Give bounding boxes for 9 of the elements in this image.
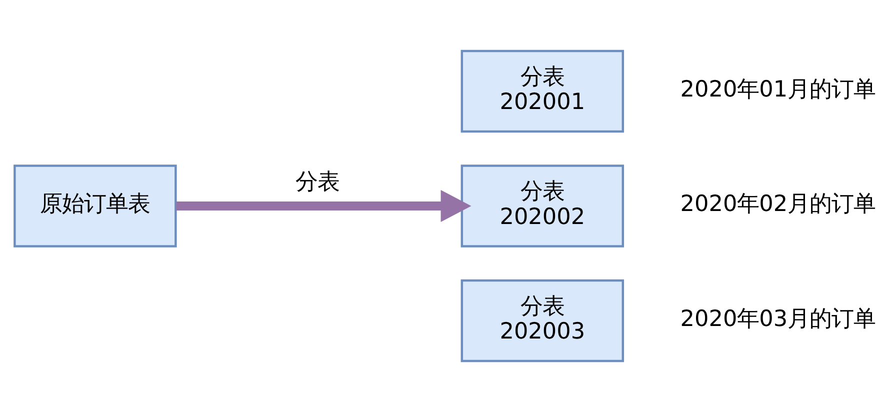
node-box: 分表 202001: [460, 50, 624, 133]
node-box: 原始订单表: [14, 164, 177, 248]
node-label: 2020年01月的订单: [680, 76, 876, 102]
edge-label: 分表: [296, 168, 340, 195]
node-label: 2020年03月的订单: [680, 306, 876, 332]
node-box: 分表 202003: [460, 279, 624, 362]
arrow: [176, 190, 472, 222]
node-box: 分表 202002: [460, 164, 624, 248]
node-label: 2020年02月的订单: [680, 191, 876, 218]
